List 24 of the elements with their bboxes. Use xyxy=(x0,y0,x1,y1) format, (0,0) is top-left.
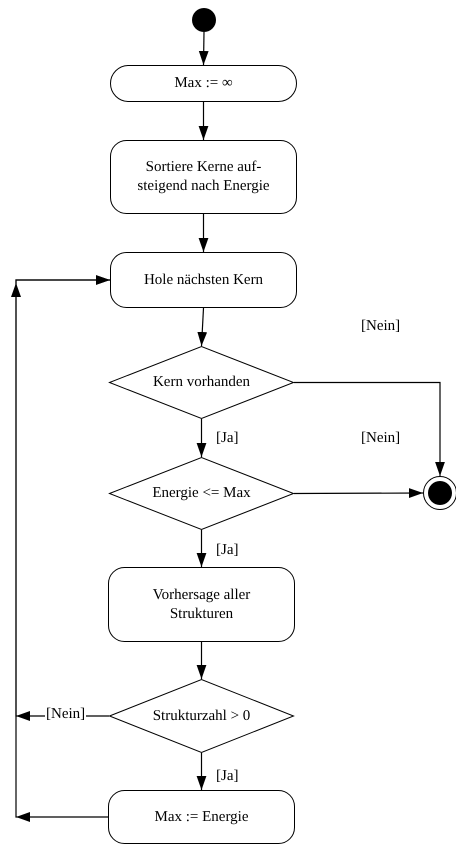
action-box xyxy=(110,65,297,102)
decision-diamond xyxy=(109,457,294,530)
condition-text: Strukturzahl > 0 xyxy=(152,706,250,726)
condition-text: Energie <= Max xyxy=(152,484,251,503)
edge-label: [Ja] xyxy=(215,542,240,559)
edge-label: [Nein] xyxy=(45,706,86,723)
edge-label: [Ja] xyxy=(215,768,240,785)
edge-label: [Nein] xyxy=(360,318,402,335)
condition-text: Kern vorhanden xyxy=(152,373,250,392)
action-text: Max := Energie xyxy=(154,808,248,826)
decision-diamond xyxy=(109,346,294,419)
action-box xyxy=(110,140,297,214)
action-text: Sortiere Kerne auf- steigend nach Energie xyxy=(136,158,271,196)
edge-label: [Nein] xyxy=(360,430,402,447)
action-text: Hole nächsten Kern xyxy=(144,270,264,290)
action-box xyxy=(110,252,297,308)
action-text: Vorhersage aller Strukturen xyxy=(152,586,252,624)
action-box xyxy=(108,790,295,844)
end-node xyxy=(423,476,456,510)
action-box xyxy=(108,567,295,642)
edge-label: [Ja] xyxy=(215,430,240,447)
action-text: Max := ∞ xyxy=(174,74,233,93)
start-node xyxy=(192,8,216,32)
decision-diamond xyxy=(109,679,294,753)
